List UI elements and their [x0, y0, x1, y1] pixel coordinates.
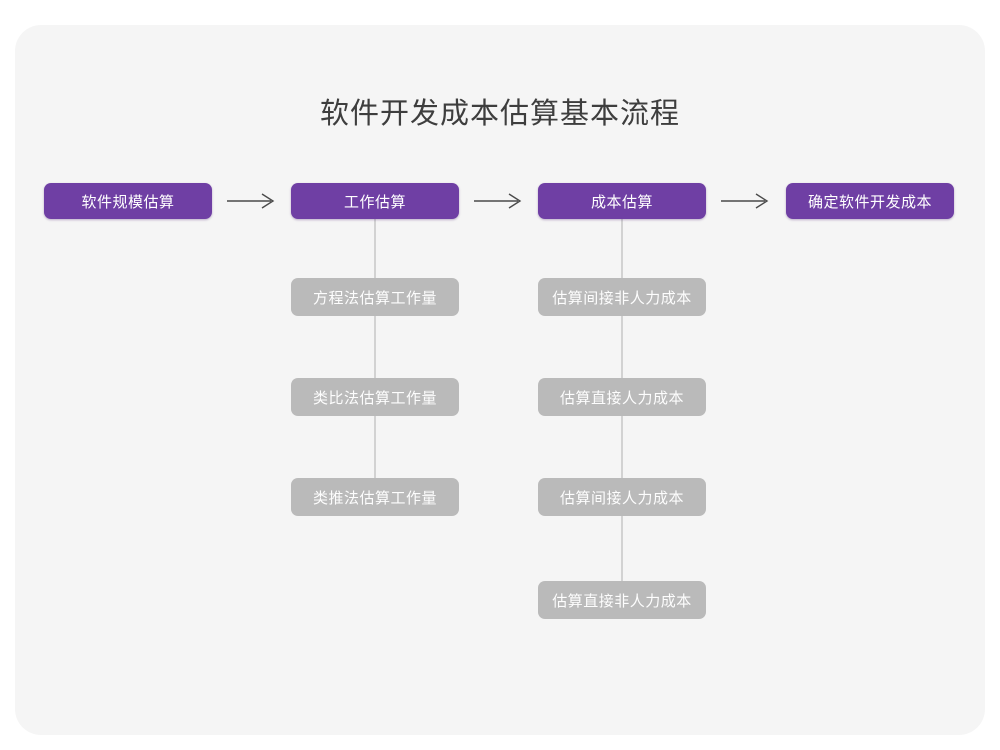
- connector-cost-4: [621, 516, 623, 581]
- sub-node-label: 估算直接人力成本: [559, 389, 684, 407]
- sub-node-label: 方程法估算工作量: [312, 289, 437, 307]
- stage-node-label: 工作估算: [343, 193, 406, 211]
- sub-node-work-equation[interactable]: 方程法估算工作量: [291, 278, 459, 316]
- stage-node-label: 确定软件开发成本: [807, 193, 932, 211]
- connector-work-3: [374, 416, 376, 478]
- sub-node-label: 估算直接非人力成本: [552, 592, 692, 610]
- arrow-right-icon-3: [720, 191, 772, 211]
- stage-node-work-estimation[interactable]: 工作估算: [291, 183, 459, 219]
- connector-work-2: [374, 316, 376, 378]
- sub-node-label: 类比法估算工作量: [312, 389, 437, 407]
- sub-node-work-analogy[interactable]: 类比法估算工作量: [291, 378, 459, 416]
- sub-node-work-inference[interactable]: 类推法估算工作量: [291, 478, 459, 516]
- connector-cost-1: [621, 217, 623, 279]
- page-title: 软件开发成本估算基本流程: [319, 98, 680, 130]
- sub-node-direct-nonlabor-cost[interactable]: 估算直接非人力成本: [538, 581, 706, 619]
- sub-node-indirect-labor-cost[interactable]: 估算间接人力成本: [538, 478, 706, 516]
- stage-node-label: 软件规模估算: [81, 193, 175, 211]
- stage-node-label: 成本估算: [590, 193, 653, 211]
- sub-node-label: 类推法估算工作量: [312, 489, 437, 507]
- diagram-card: [15, 25, 985, 735]
- sub-node-indirect-nonlabor-cost[interactable]: 估算间接非人力成本: [538, 278, 706, 316]
- arrow-right-icon-1: [226, 191, 278, 211]
- stage-node-final-cost[interactable]: 确定软件开发成本: [786, 183, 954, 219]
- sub-node-direct-labor-cost[interactable]: 估算直接人力成本: [538, 378, 706, 416]
- stage-node-cost-estimation[interactable]: 成本估算: [538, 183, 706, 219]
- connector-work-1: [374, 217, 376, 279]
- connector-cost-2: [621, 316, 623, 378]
- sub-node-label: 估算间接人力成本: [559, 489, 684, 507]
- connector-cost-3: [621, 416, 623, 478]
- sub-node-label: 估算间接非人力成本: [552, 289, 692, 307]
- stage-node-software-scale[interactable]: 软件规模估算: [44, 183, 212, 219]
- arrow-right-icon-2: [473, 191, 525, 211]
